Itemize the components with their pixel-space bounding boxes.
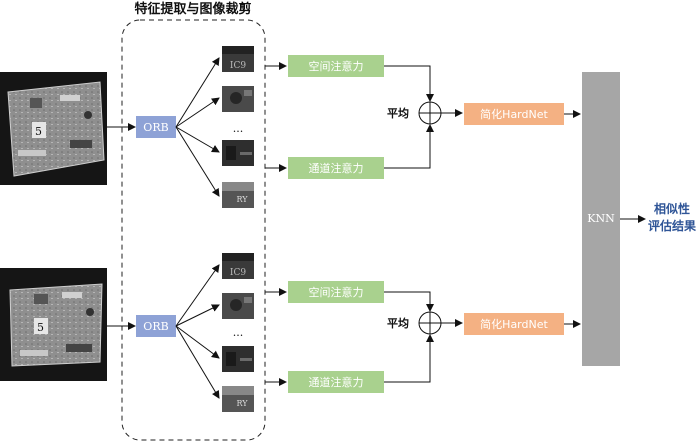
svg-text:ORB: ORB bbox=[143, 320, 168, 333]
ellipsis-top: ... bbox=[233, 122, 244, 135]
ellipsis-bottom: ... bbox=[233, 326, 244, 339]
patch-bottom-2 bbox=[222, 293, 254, 319]
patch-bottom-1: IC9 bbox=[222, 253, 254, 279]
svg-text:ORB: ORB bbox=[143, 121, 168, 134]
circle-plus-icon-top bbox=[418, 101, 442, 125]
circle-plus-icon-bottom bbox=[418, 311, 442, 335]
svg-text:RY: RY bbox=[236, 399, 248, 408]
channel-attention-bottom: 通道注意力 bbox=[288, 371, 384, 393]
svg-text:简化HardNet: 简化HardNet bbox=[480, 107, 548, 121]
svg-text:IC9: IC9 bbox=[230, 268, 246, 278]
spatial-attention-top: 空间注意力 bbox=[288, 55, 384, 77]
svg-text:空间注意力: 空间注意力 bbox=[309, 59, 364, 73]
svg-text:5: 5 bbox=[37, 321, 44, 334]
svg-text:简化HardNet: 简化HardNet bbox=[480, 317, 548, 331]
svg-text:KNN: KNN bbox=[587, 212, 615, 225]
patch-top-4: RY bbox=[222, 182, 254, 208]
result-label-line1: 相似性 bbox=[654, 201, 690, 216]
orb-box-top: ORB bbox=[136, 116, 176, 138]
svg-text:通道注意力: 通道注意力 bbox=[309, 161, 364, 175]
channel-attention-top: 通道注意力 bbox=[288, 157, 384, 179]
knn-box: KNN bbox=[582, 72, 620, 366]
pcb-image-top: 5 bbox=[0, 72, 107, 185]
svg-text:空间注意力: 空间注意力 bbox=[309, 285, 364, 299]
result-label-line2: 评估结果 bbox=[648, 218, 696, 233]
patch-bottom-4: RY bbox=[222, 386, 254, 412]
hardnet-box-bottom: 简化HardNet bbox=[464, 313, 564, 335]
orb-box-bottom: ORB bbox=[136, 315, 176, 337]
svg-text:5: 5 bbox=[35, 125, 42, 138]
feature-extraction-group bbox=[121, 19, 266, 441]
svg-text:IC9: IC9 bbox=[230, 61, 246, 71]
group-title: 特征提取与图像裁剪 bbox=[134, 1, 251, 17]
average-label-top: 平均 bbox=[387, 106, 409, 120]
svg-text:RY: RY bbox=[236, 195, 248, 204]
patch-bottom-3 bbox=[222, 346, 254, 372]
patch-top-3 bbox=[222, 140, 254, 166]
average-label-bottom: 平均 bbox=[387, 316, 409, 330]
hardnet-box-top: 简化HardNet bbox=[464, 103, 564, 125]
patch-top-2 bbox=[222, 86, 254, 112]
patch-top-1: IC9 bbox=[222, 46, 254, 72]
spatial-attention-bottom: 空间注意力 bbox=[288, 281, 384, 303]
svg-text:通道注意力: 通道注意力 bbox=[309, 375, 364, 389]
pcb-image-bottom: 5 bbox=[0, 268, 107, 381]
